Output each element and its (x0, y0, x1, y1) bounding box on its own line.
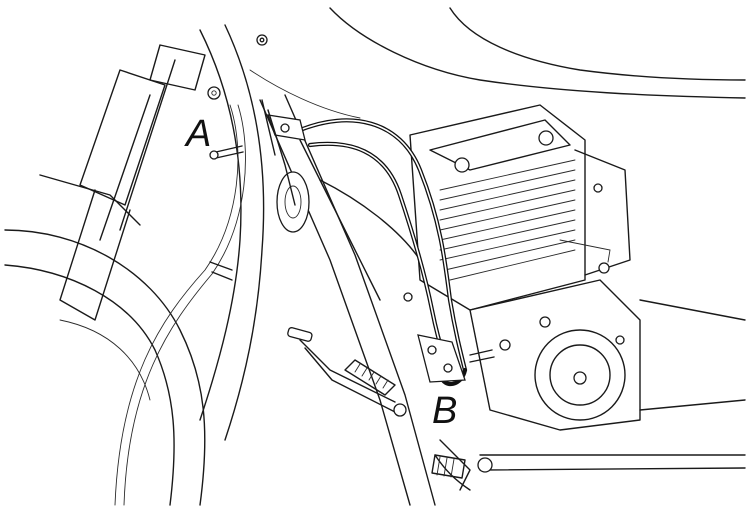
engine-cylinder (409, 104, 631, 311)
footpeg (344, 359, 396, 396)
front-fork (39, 44, 206, 321)
shift-pedal (287, 327, 407, 417)
lower-frame (434, 439, 746, 491)
fuel-tank (249, 7, 746, 119)
label-b: B (432, 390, 457, 432)
front-wheel (4, 24, 265, 506)
crash-bar (297, 118, 468, 387)
cables (114, 104, 246, 506)
engine-crankcase (469, 239, 746, 431)
rear-footpeg (431, 454, 466, 479)
mounting-bolt-a (207, 86, 244, 160)
lower-mount-bracket (403, 292, 495, 383)
horn (276, 171, 310, 233)
label-a: A (184, 113, 211, 155)
upper-mount-bracket (261, 99, 306, 206)
